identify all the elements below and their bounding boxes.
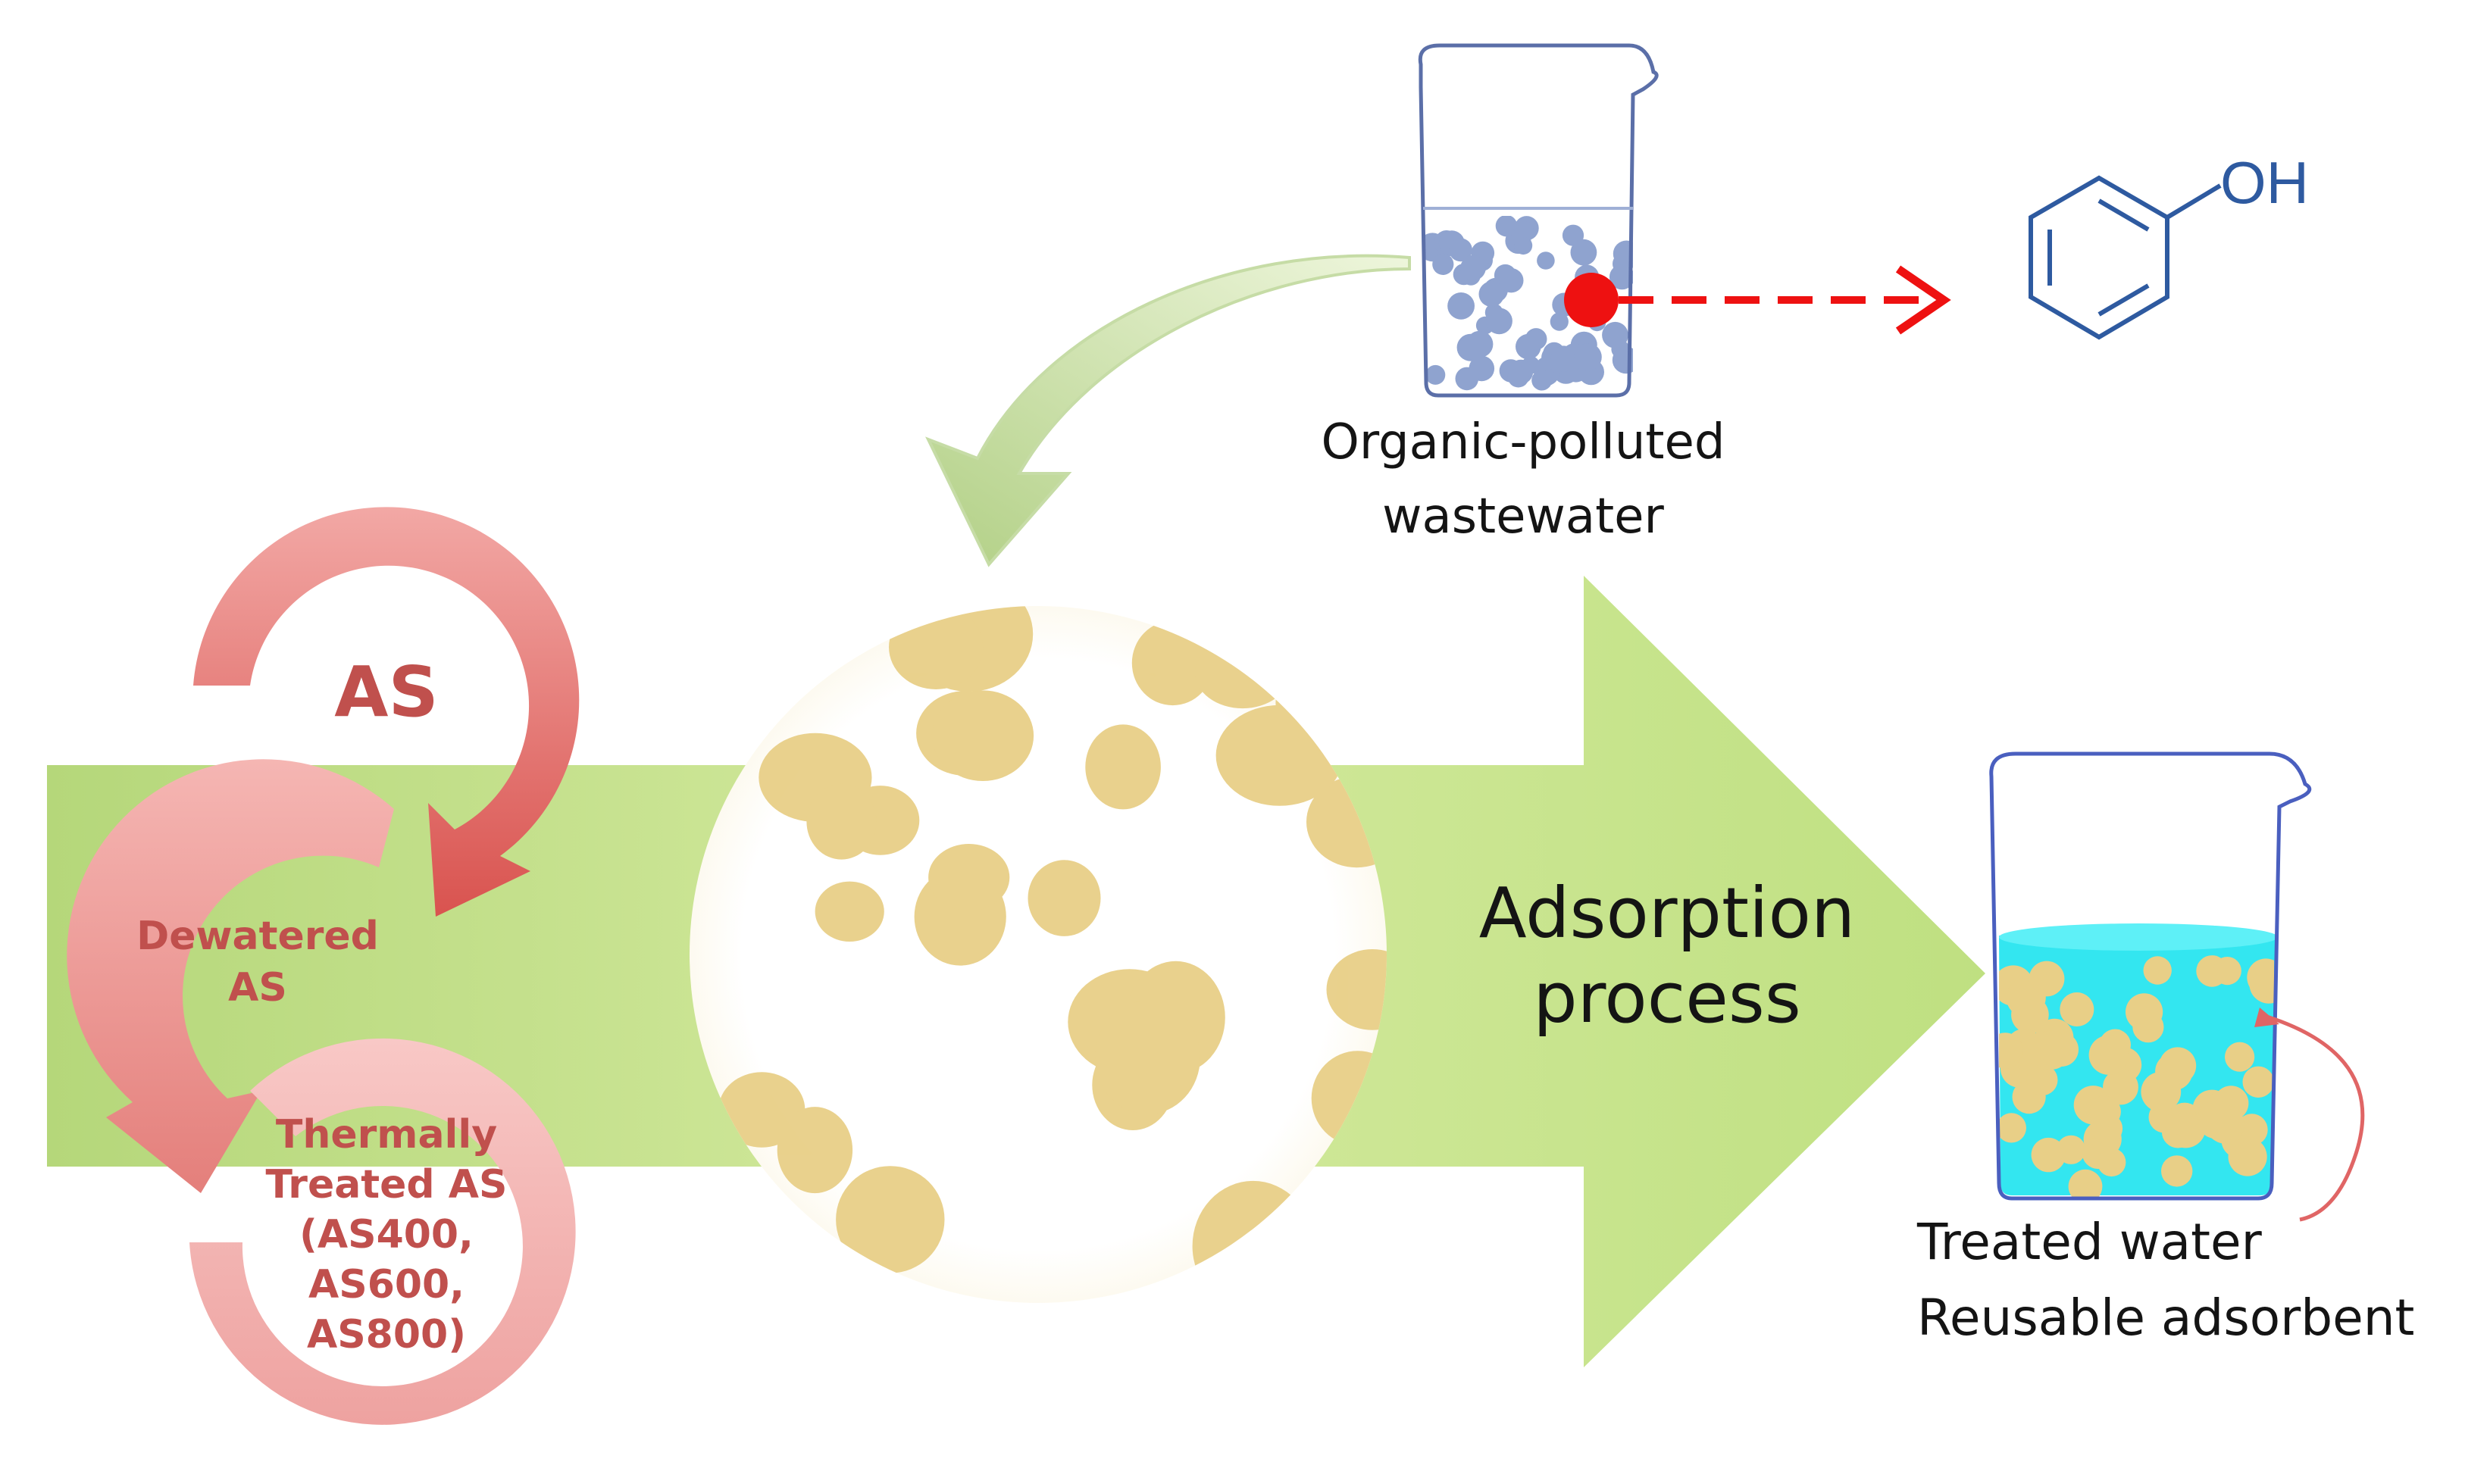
particle-icon <box>1095 1001 1200 1114</box>
particle-icon <box>1550 345 1577 372</box>
particle-icon <box>2031 1137 2066 1173</box>
particle-icon <box>1486 308 1512 335</box>
particle-icon <box>1085 724 1161 810</box>
particle-icon <box>1460 255 1486 281</box>
particle-icon <box>2213 957 2241 986</box>
particle-icon <box>1525 328 1547 350</box>
sludge-cycle <box>67 507 580 1425</box>
curved-arrow-icon <box>924 254 1411 567</box>
thermally-treated-as-label: Thermally Treated AS (AS400, AS600, AS80… <box>265 1112 508 1357</box>
particle-icon <box>2026 1064 2058 1096</box>
particle-icon <box>2141 1071 2182 1112</box>
particle-icon <box>2228 1137 2267 1176</box>
particle-icon <box>1478 281 1505 308</box>
particle-icon <box>1449 238 1472 262</box>
adsorption-process-label: Adsorption process <box>1478 873 1856 1039</box>
pollutant-marker-icon <box>1564 273 1619 327</box>
particle-icon <box>1603 326 1622 346</box>
particle-icon <box>690 1211 764 1303</box>
particle-icon <box>690 1173 750 1260</box>
particle-icon <box>1612 346 1633 374</box>
cycle-arrow-thermal-icon <box>189 1038 576 1425</box>
particle-icon <box>1570 239 1597 266</box>
adsorbent-closeup <box>690 606 1387 1303</box>
particle-icon <box>2088 1095 2121 1128</box>
particle-icon <box>690 1230 761 1303</box>
particle-icon <box>2088 1035 2129 1075</box>
particle-icon <box>1516 220 1534 238</box>
particle-icon <box>2205 1104 2244 1144</box>
particle-icon <box>1507 366 1529 388</box>
particle-icon <box>2031 1030 2071 1070</box>
particle-icon <box>931 690 1034 781</box>
particle-icon <box>1326 949 1387 1030</box>
particle-icon <box>2247 958 2274 997</box>
hydroxyl-group-label: OH <box>2220 149 2309 216</box>
particle-icon <box>1425 364 1446 385</box>
particle-icon <box>1195 636 1290 709</box>
particle-icon <box>928 844 1010 911</box>
particle-icon <box>1499 268 1524 293</box>
particle-icon <box>1192 1180 1314 1303</box>
particle-icon <box>1609 264 1633 290</box>
activated-sludge-label: AS <box>334 651 439 733</box>
polluted-wastewater-label: Organic-polluted wastewater <box>1321 414 1725 545</box>
particle-icon <box>836 1166 945 1273</box>
polluted-beaker <box>1418 43 1951 398</box>
phenol-structure-icon <box>2029 175 2222 340</box>
particle-icon <box>1537 251 1555 270</box>
particle-icon <box>1455 367 1479 391</box>
treated-water-label: Treated water Reusable adsorbent <box>1917 1213 2415 1347</box>
particle-icon <box>2242 1066 2274 1098</box>
beaker-outline-icon <box>1989 751 2312 1201</box>
particle-icon <box>2060 992 2094 1026</box>
particle-icon <box>2167 1102 2202 1137</box>
particle-icon <box>1028 860 1101 936</box>
particle-icon <box>1550 312 1569 331</box>
particle-icon <box>1531 370 1553 391</box>
particle-icon <box>2225 1042 2255 1072</box>
cycle-arrow-dewatered-icon <box>67 759 395 1193</box>
particle-icon <box>1495 216 1518 237</box>
particle-icon <box>690 606 751 651</box>
particle-icon <box>2082 1136 2114 1170</box>
particle-icon <box>777 1107 853 1194</box>
particle-icon <box>1999 1033 2023 1069</box>
particle-icon <box>889 606 984 689</box>
particle-icon <box>2143 956 2172 985</box>
treated-beaker <box>1989 751 2365 1222</box>
particle-icon <box>815 881 884 942</box>
particle-icon <box>1456 333 1484 361</box>
beaker-outline-icon <box>1418 43 1659 398</box>
particle-icon <box>1447 292 1475 320</box>
particle-icon <box>1574 343 1602 371</box>
particle-icon <box>2103 1069 2138 1105</box>
particle-icon <box>2029 961 2065 997</box>
dewatered-as-label: Dewatered AS <box>136 914 379 1011</box>
particle-icon <box>2126 993 2163 1031</box>
dashed-arrow-head-icon <box>1895 265 1951 335</box>
particle-icon <box>1215 705 1344 806</box>
particle-icon <box>1273 1214 1346 1280</box>
particle-icon <box>2161 1155 2193 1187</box>
particle-icon <box>1999 1113 2026 1143</box>
particle-icon <box>1432 253 1454 275</box>
pointer-curve-icon <box>2261 1013 2365 1222</box>
cycle-arrow-as-icon <box>193 507 580 917</box>
particle-icon <box>1514 236 1533 255</box>
particle-icon <box>718 1229 821 1303</box>
particle-icon <box>2068 1169 2103 1197</box>
particle-icon <box>806 783 877 860</box>
